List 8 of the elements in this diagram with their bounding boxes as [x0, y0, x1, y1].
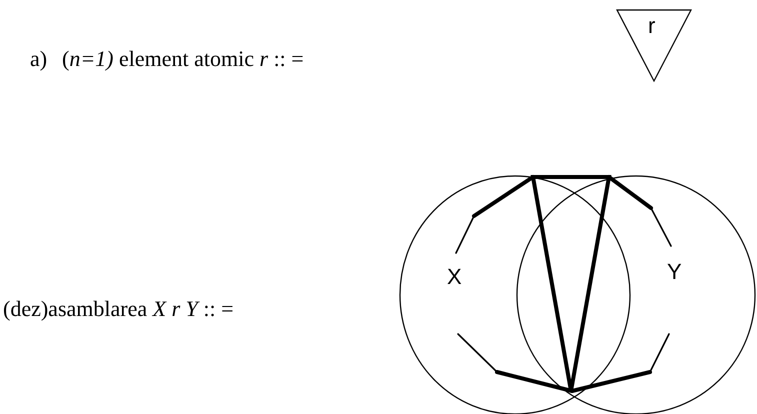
node-label: r [648, 14, 656, 38]
triangle-shape [617, 10, 691, 81]
node-label: Y [667, 260, 682, 284]
item-letter: a) [30, 46, 48, 72]
triangle-shape [533, 177, 609, 391]
node-label: X [447, 265, 462, 289]
formula-text: (n=1) element atomic r :: = [62, 46, 304, 72]
formula-text: (dez)asamblarea X r Y :: = [3, 296, 234, 322]
